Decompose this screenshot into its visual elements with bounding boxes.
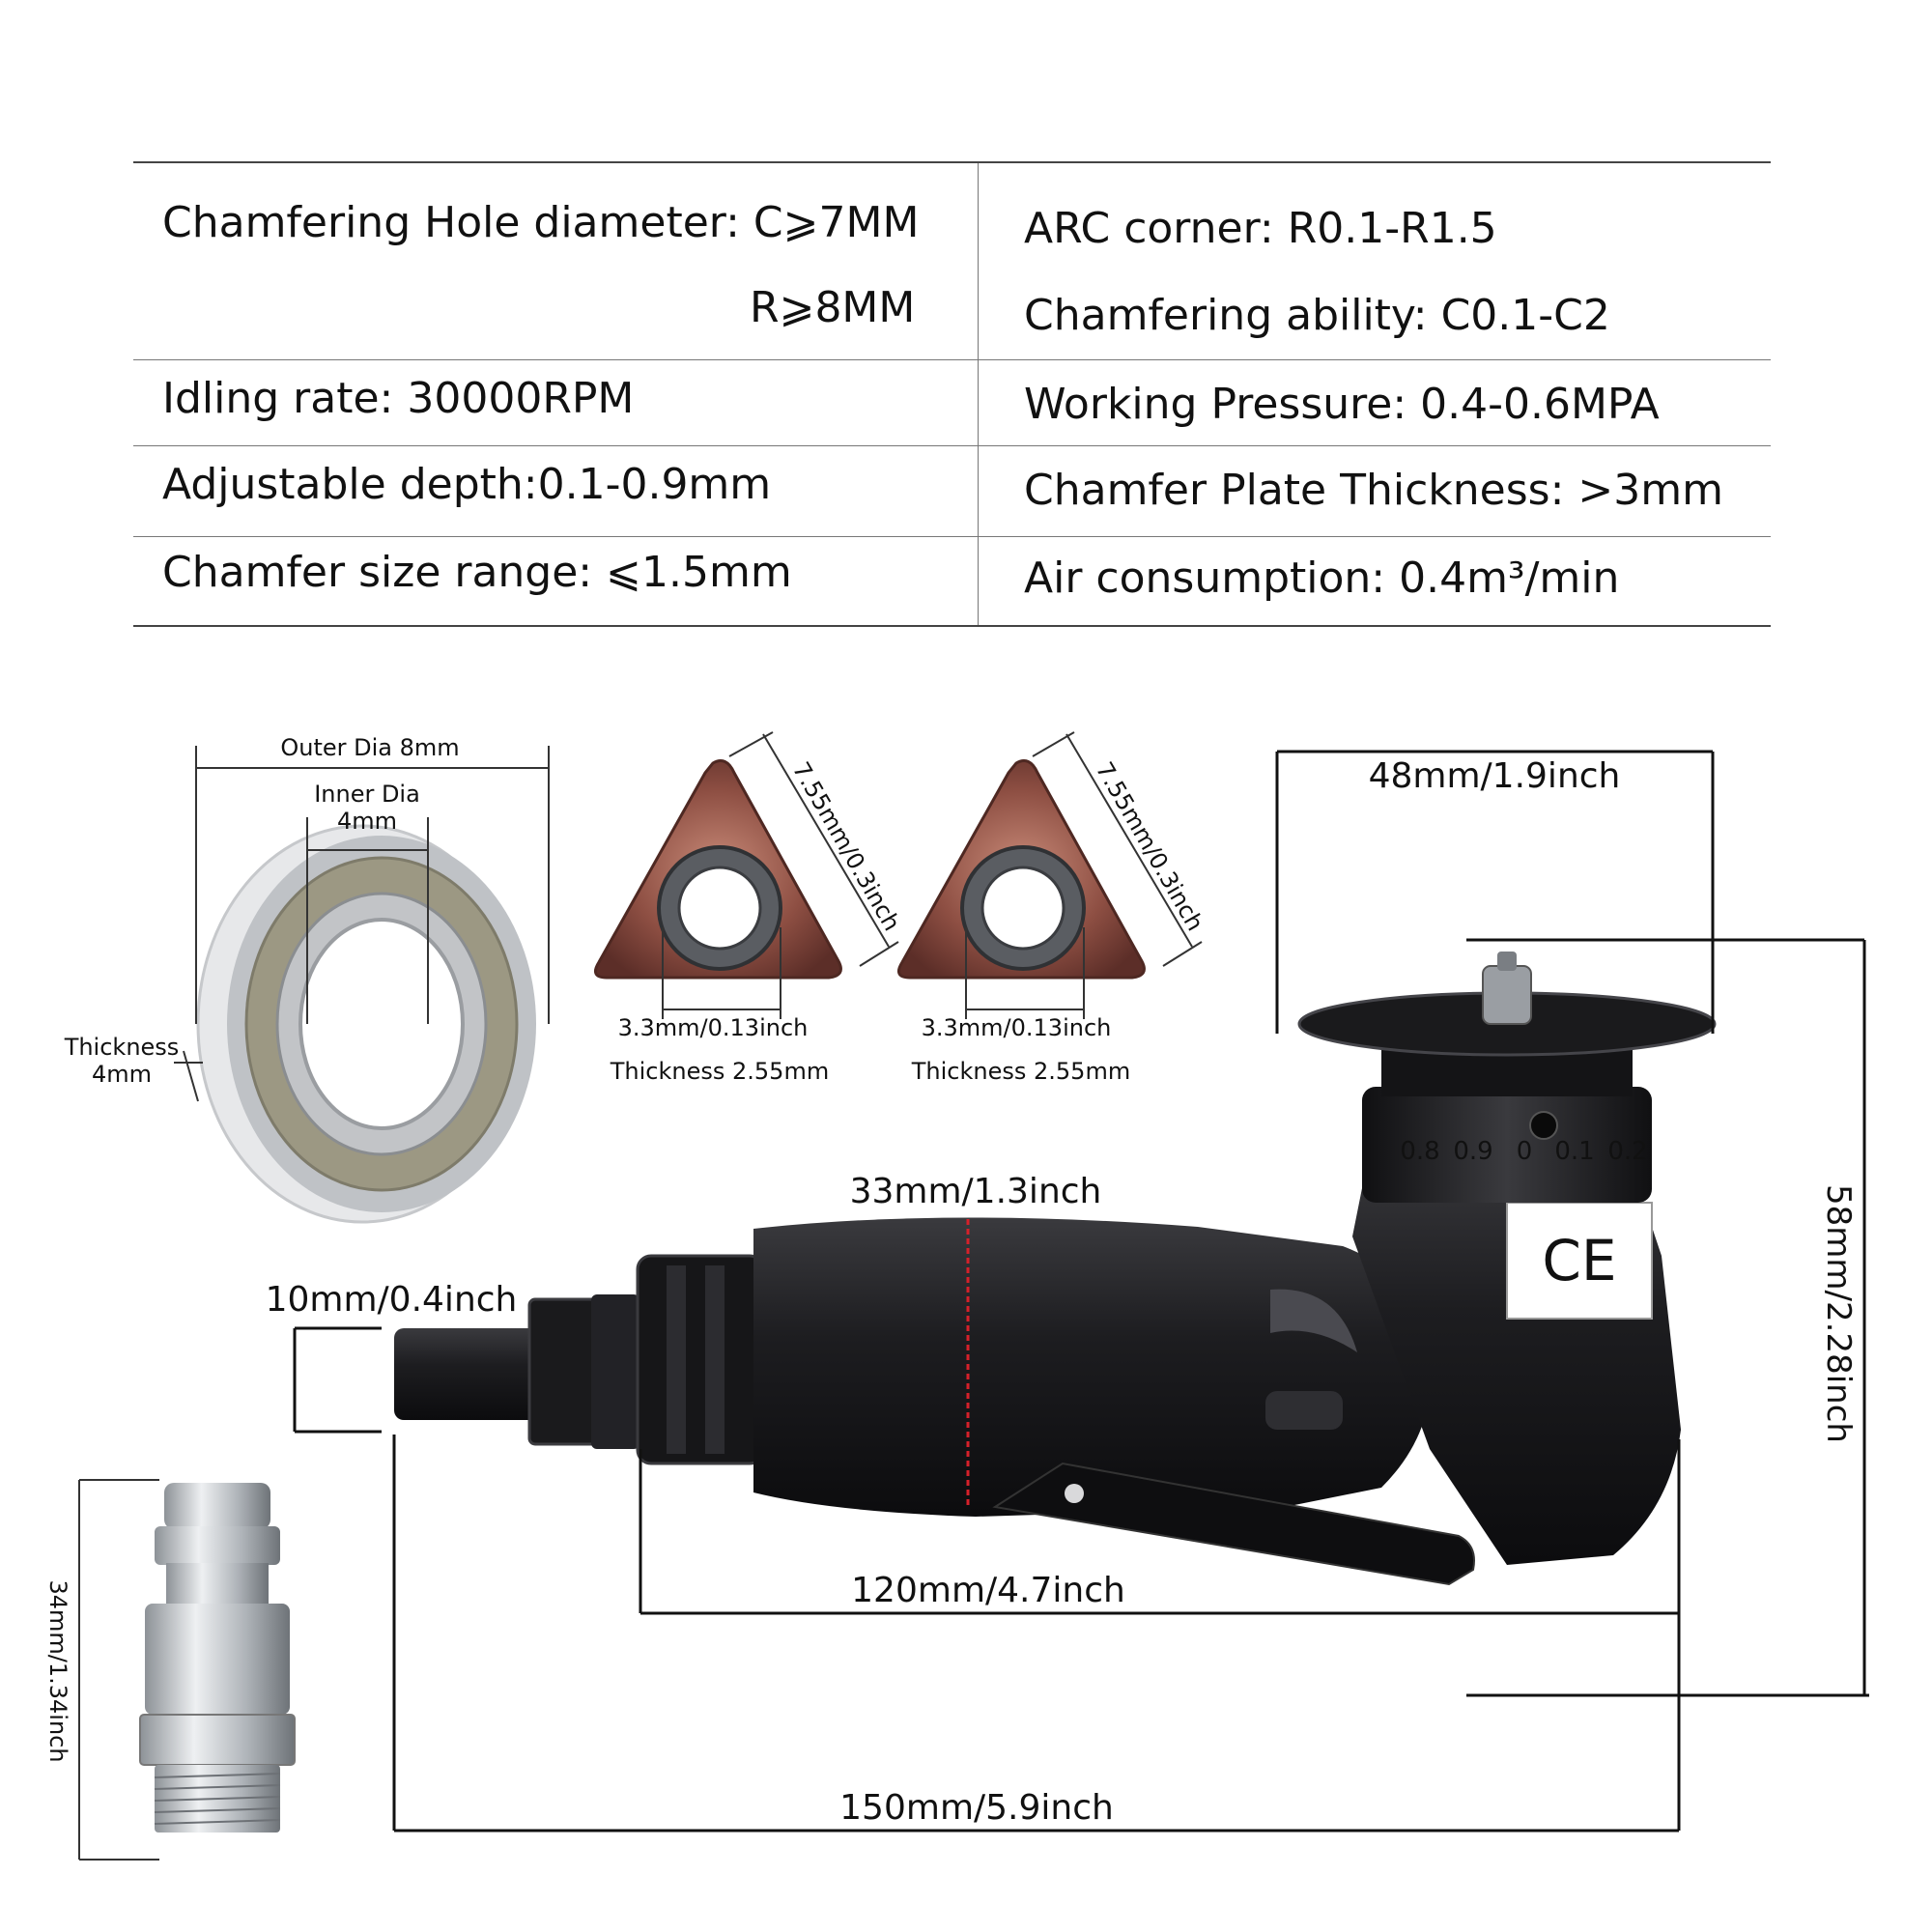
insert-hole-label: 3.3mm/0.13inch	[618, 1014, 809, 1041]
fitting-dimension-lines	[78, 1479, 159, 1861]
inlet-collar	[591, 1294, 639, 1449]
fitting-body	[145, 1604, 290, 1715]
insert-hole	[677, 866, 762, 951]
bearing-image	[196, 824, 536, 1224]
spec-adjustable-depth: Adjustable depth:0.1-0.9mm	[162, 460, 772, 509]
grip-accent	[1270, 1289, 1357, 1352]
fitting-tip	[164, 1483, 270, 1529]
tool-height-label: 58mm/2.28inch	[1819, 1184, 1858, 1443]
spec-chamfering-ability: Chamfering ability: C0.1-C2	[1024, 291, 1610, 340]
air-fitting-image	[139, 1483, 296, 1833]
depth-adjust-dial[interactable]	[1362, 1087, 1652, 1203]
inlet-diameter-label: 10mm/0.4inch	[266, 1280, 518, 1320]
bearing-inner-dia-value: 4mm	[337, 808, 397, 835]
dial-tick: 0.1	[1554, 1137, 1594, 1166]
cutter-bit	[1482, 965, 1532, 1025]
ce-label-plate	[1506, 1202, 1653, 1320]
insert-image	[593, 759, 842, 980]
insert-hole-label: 3.3mm/0.13inch	[922, 1014, 1112, 1041]
insert-dimension-lines	[965, 731, 1203, 1019]
table-row-divider	[133, 445, 1771, 446]
bearing-thickness-label: Thickness	[64, 1034, 180, 1061]
table-row-divider	[133, 359, 1771, 360]
spec-hole-diameter: Chamfering Hole diameter: C⩾7MM	[162, 198, 920, 247]
ce-mark: CE	[1542, 1228, 1616, 1293]
spec-hole-diameter-r: R⩾8MM	[750, 283, 916, 332]
dial-lock-screw[interactable]	[1529, 1111, 1558, 1140]
spec-idling-rate: Idling rate: 30000RPM	[162, 374, 635, 423]
insert-thickness-label: Thickness 2.55mm	[610, 1058, 829, 1085]
bearing-bore	[298, 918, 465, 1130]
exhaust-ring	[636, 1254, 765, 1465]
body-diameter-label: 33mm/1.3inch	[850, 1172, 1102, 1211]
head-width-label: 48mm/1.9inch	[1369, 756, 1621, 796]
fitting-hex-nut	[139, 1714, 296, 1766]
chamfer-tool-image: CE 0.8 0.9 0 0.1 0.2	[394, 952, 1717, 1586]
spec-air-consumption: Air consumption: 0.4m³/min	[1024, 554, 1620, 603]
lever-pivot	[1065, 1484, 1084, 1503]
bearing-thickness-value: 4mm	[92, 1061, 152, 1088]
insert-dimension-lines	[662, 731, 899, 1019]
dial-tick: 0	[1517, 1137, 1533, 1166]
insert-hole	[980, 866, 1065, 951]
spec-plate-thickness: Chamfer Plate Thickness: >3mm	[1024, 466, 1723, 515]
dial-tick: 0.8	[1400, 1137, 1439, 1166]
inlet-hex-nut	[527, 1297, 599, 1446]
trigger-lever[interactable]	[992, 1462, 1475, 1586]
table-row-divider	[133, 536, 1771, 537]
spec-arc-corner: ARC corner: R0.1-R1.5	[1024, 204, 1497, 253]
spec-working-pressure: Working Pressure: 0.4-0.6MPA	[1024, 380, 1660, 429]
bearing-inner-dia-label: Inner Dia	[314, 781, 420, 808]
spec-size-range: Chamfer size range: ⩽1.5mm	[162, 548, 792, 597]
tool-dimension-lines	[293, 750, 1869, 1833]
spec-table: Chamfering Hole diameter: C⩾7MM R⩾8MM AR…	[133, 161, 1771, 627]
dial-tick: 0.9	[1453, 1137, 1492, 1166]
total-length-label: 150mm/5.9inch	[839, 1788, 1114, 1828]
air-inlet-nozzle	[394, 1328, 544, 1420]
fitting-height-label: 34mm/1.34inch	[44, 1579, 71, 1762]
bearing-dimension-lines	[174, 746, 550, 1102]
tool-main-body	[753, 1217, 1432, 1517]
body-length-label: 120mm/4.7inch	[851, 1571, 1125, 1610]
dial-tick: 0.2	[1607, 1137, 1647, 1166]
table-column-divider	[978, 163, 979, 625]
insert-image	[896, 759, 1146, 980]
bearing-outer-dia-label: Outer Dia 8mm	[280, 734, 459, 761]
insert-thickness-label: Thickness 2.55mm	[911, 1058, 1130, 1085]
